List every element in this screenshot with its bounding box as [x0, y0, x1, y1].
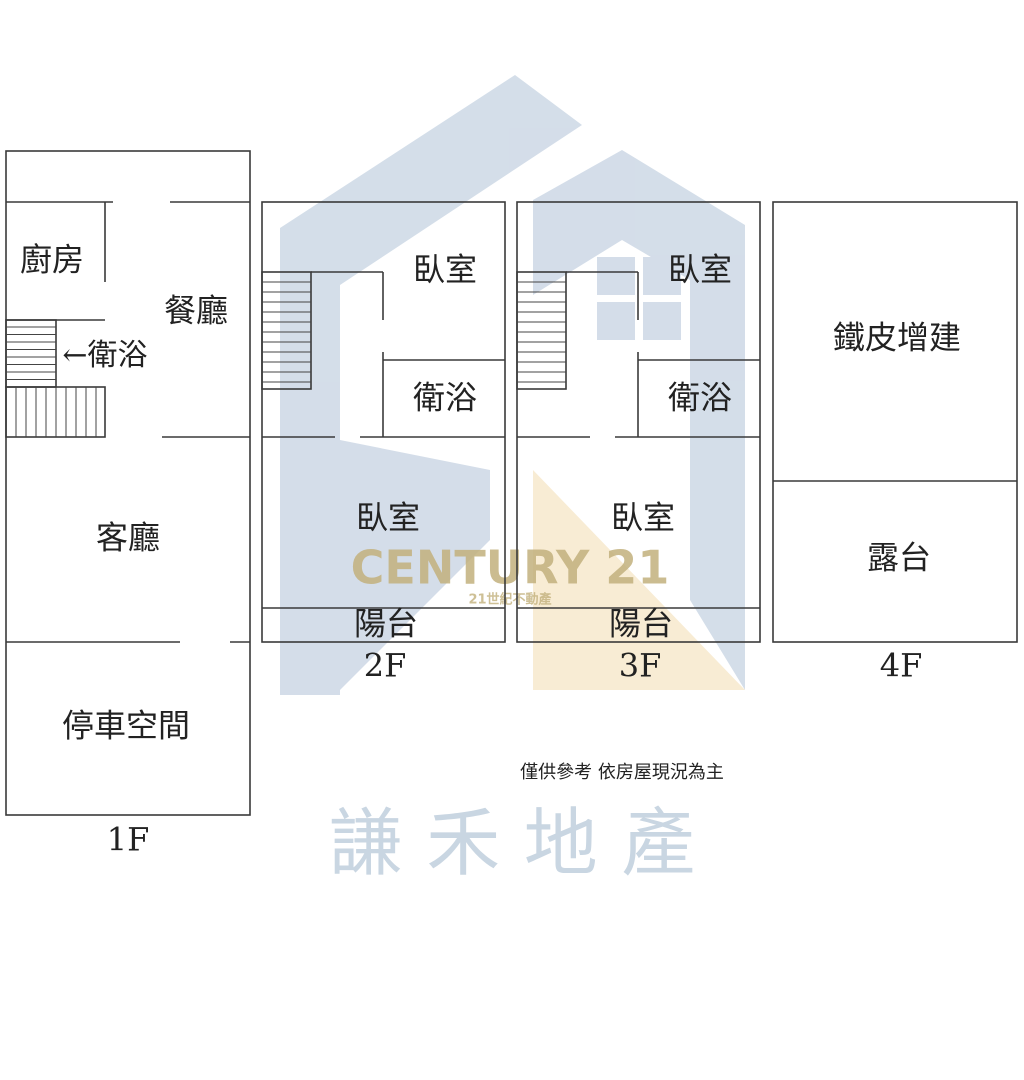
- floor-label-2f: 2F: [364, 647, 407, 685]
- room-balcony: 陽台: [609, 605, 673, 643]
- floor-label-4f: 4F: [880, 647, 923, 685]
- room-parking: 停車空間: [62, 707, 190, 745]
- room-bath: 衛浴: [413, 379, 477, 417]
- wall: [516, 271, 567, 390]
- room-dining: 餐廳: [164, 292, 228, 330]
- room-bedroom-front: 臥室: [356, 499, 420, 537]
- floor-label-1f: 1F: [107, 821, 150, 859]
- room-bedroom-rear: 臥室: [413, 251, 477, 289]
- floor-1f: 廚房 餐廳 ←衛浴 客廳 停車空間 1F: [5, 150, 251, 859]
- room-living: 客廳: [96, 519, 160, 557]
- watermark-logo: [280, 75, 745, 695]
- room-bath-1f: ←衛浴: [62, 338, 147, 373]
- stairs-1f-lower: [15, 387, 97, 437]
- brand-watermark: CENTURY 21: [351, 541, 670, 595]
- brand-sub-watermark: 21世紀不動產: [468, 592, 551, 608]
- room-balcony: 陽台: [354, 605, 418, 643]
- room-bedroom-rear: 臥室: [668, 251, 732, 289]
- room-terrace: 露台: [867, 539, 931, 577]
- floor-4f: 鐵皮增建 露台 4F: [772, 201, 1018, 685]
- stairs-1f-upper: [6, 326, 56, 380]
- disclaimer-note: 僅供參考 依房屋現況為主: [520, 762, 724, 783]
- room-bath: 衛浴: [668, 379, 732, 417]
- wall: [516, 201, 761, 643]
- agency-watermark: 謙 禾 地 產: [329, 801, 696, 887]
- room-addition: 鐵皮增建: [833, 319, 961, 357]
- room-bedroom-front: 臥室: [611, 499, 675, 537]
- floor-label-3f: 3F: [619, 647, 662, 685]
- wall: [261, 271, 312, 390]
- wall: [261, 201, 506, 643]
- room-kitchen: 廚房: [20, 241, 84, 279]
